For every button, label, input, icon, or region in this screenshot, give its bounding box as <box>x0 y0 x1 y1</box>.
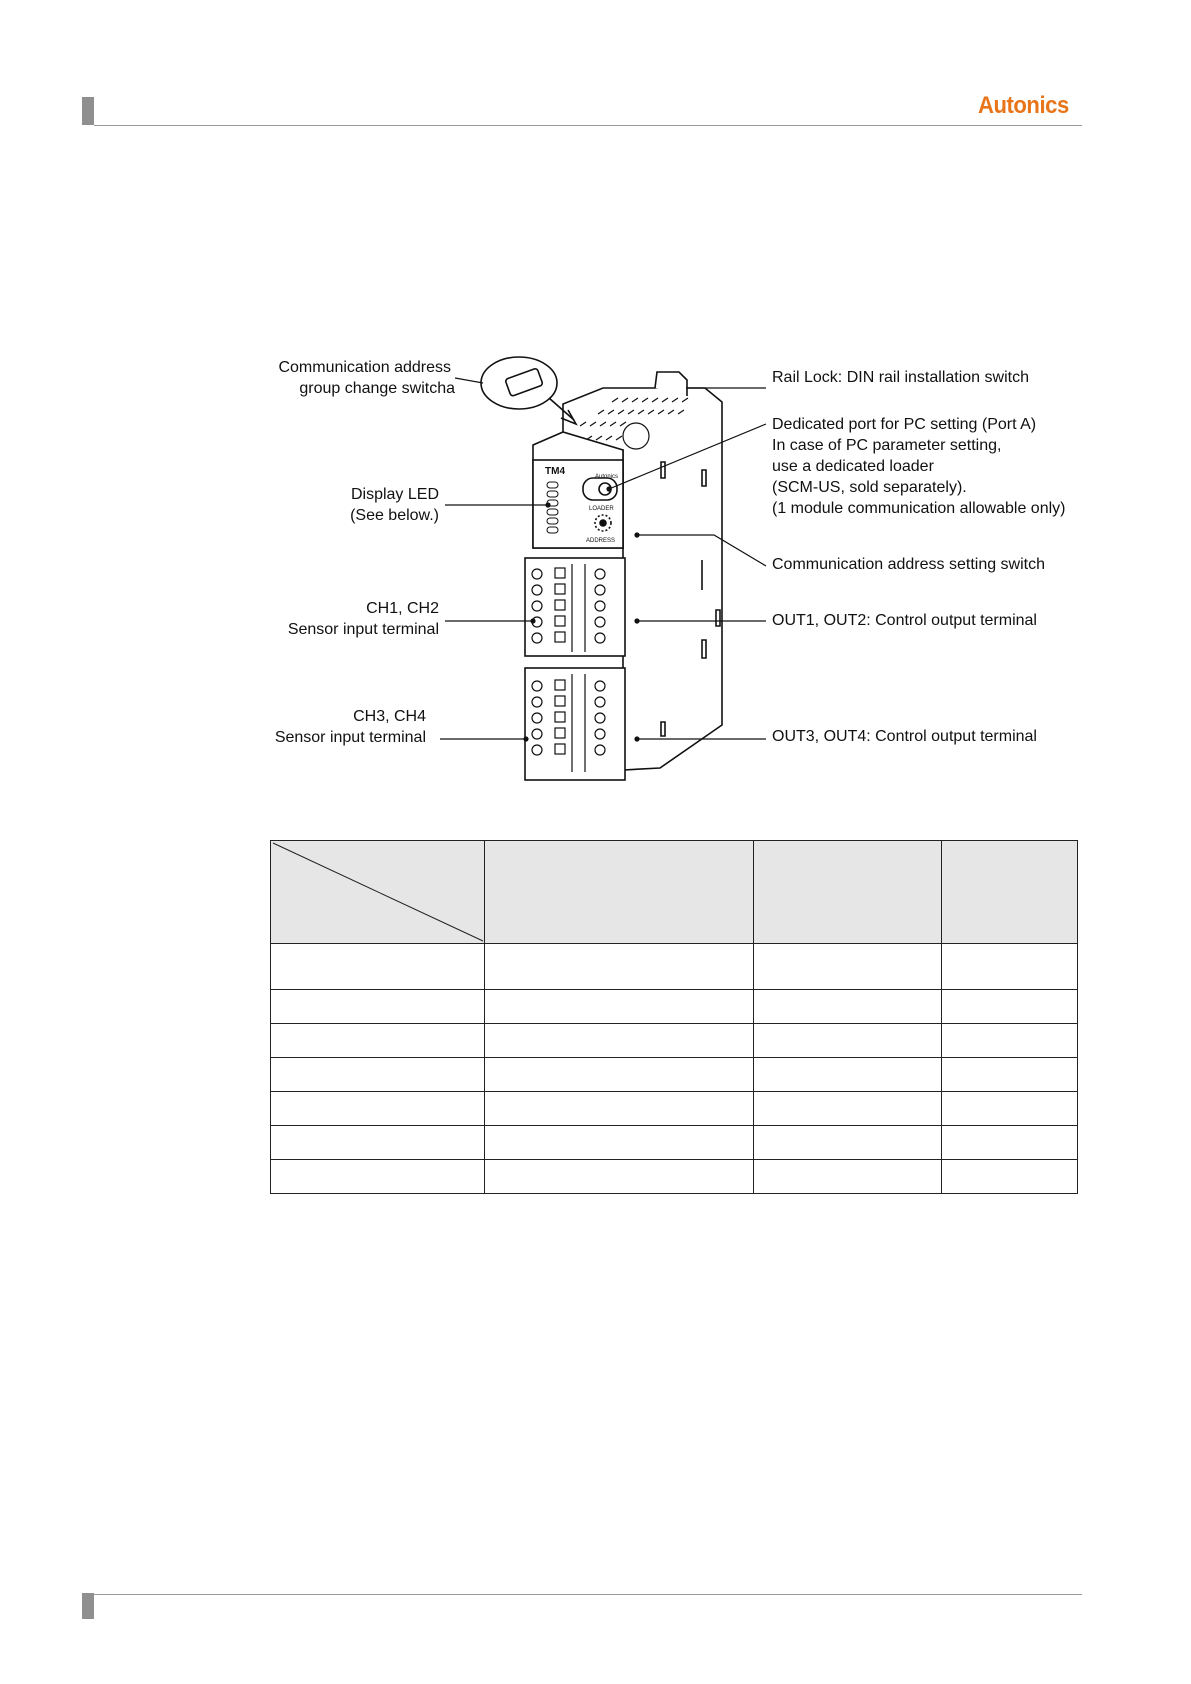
callout-display-led: Display LED (See below.) <box>350 486 439 524</box>
callout-rail-lock: Rail Lock: DIN rail installation switch <box>772 369 1029 386</box>
table-cell <box>483 1159 755 1194</box>
callout-comm-addr-switch: Communication address setting switch <box>772 556 1046 573</box>
device-brand-label: Autonics <box>595 474 618 480</box>
table-cell <box>270 1091 485 1126</box>
table-row <box>270 1159 1078 1194</box>
device-model-label: TM4 <box>545 466 565 477</box>
table-cell <box>941 1057 1078 1092</box>
table-header-cell <box>941 840 1078 944</box>
table-cell <box>483 1057 755 1092</box>
table-row <box>270 1057 1078 1092</box>
table-header-cell <box>483 840 755 944</box>
table-cell <box>270 1159 485 1194</box>
table-cell <box>753 1125 943 1160</box>
callout-out12: OUT1, OUT2: Control output terminal <box>772 612 1037 629</box>
led-spec-table <box>270 840 1078 1194</box>
callout-pc-port: Dedicated port for PC setting (Port A) I… <box>772 416 1066 517</box>
footer-rule <box>94 1594 1082 1595</box>
table-cell <box>270 1125 485 1160</box>
table-header-cell <box>753 840 943 944</box>
table-cell <box>483 1125 755 1160</box>
table-cell <box>753 1023 943 1058</box>
table-cell <box>270 1057 485 1092</box>
table-row <box>270 1023 1078 1058</box>
table-cell <box>753 1057 943 1092</box>
table-cell <box>483 989 755 1024</box>
table-row <box>270 989 1078 1024</box>
table-cell <box>270 943 485 990</box>
callout-comm-group-switch: Communication address group change switc… <box>278 359 455 397</box>
table-row <box>270 1091 1078 1126</box>
table-cell <box>941 1159 1078 1194</box>
table-cell <box>941 1125 1078 1160</box>
table-cell <box>941 943 1078 990</box>
callout-out34: OUT3, OUT4: Control output terminal <box>772 728 1037 745</box>
loader-label: LOADER <box>589 506 614 512</box>
table-cell <box>483 1091 755 1126</box>
table-corner-cell <box>270 840 485 944</box>
table-cell <box>941 989 1078 1024</box>
header-rule <box>94 125 1082 126</box>
table-row <box>270 943 1078 990</box>
table-cell <box>753 989 943 1024</box>
table-cell <box>270 989 485 1024</box>
table-cell <box>483 1023 755 1058</box>
address-label: ADDRESS <box>586 538 615 544</box>
table-cell <box>941 1091 1078 1126</box>
table-row <box>270 1125 1078 1160</box>
header-accent-bar <box>82 97 94 125</box>
table-header-row <box>270 840 1078 944</box>
footer-accent-bar <box>82 1593 94 1619</box>
table-cell <box>483 943 755 990</box>
table-cell <box>753 1159 943 1194</box>
table-cell <box>753 1091 943 1126</box>
callout-ch12-input: CH1, CH2 Sensor input terminal <box>287 600 439 638</box>
table-cell <box>753 943 943 990</box>
table-cell <box>270 1023 485 1058</box>
table-cell <box>941 1023 1078 1058</box>
corner-diagonal <box>272 842 484 942</box>
brand-logo: Autonics <box>978 92 1069 119</box>
callout-ch34-input: CH3, CH4 Sensor input terminal <box>274 708 426 746</box>
